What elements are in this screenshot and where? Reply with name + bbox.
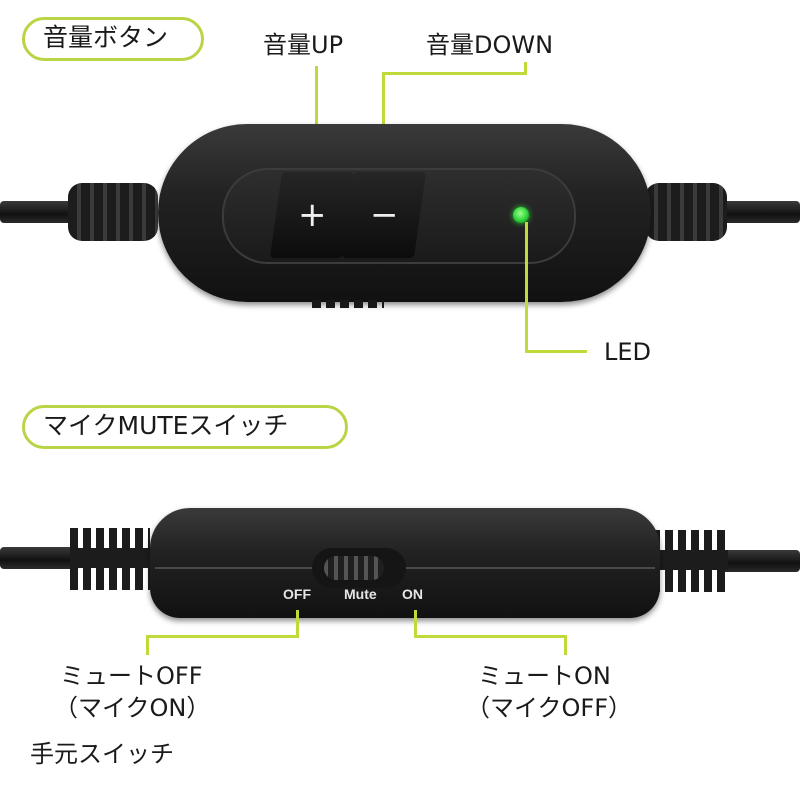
leader-line-on-v (414, 610, 417, 638)
callout-mute-off-line1: ミュートOFF (60, 662, 203, 690)
led-indicator (513, 207, 529, 223)
callout-volume-down: 音量DOWN (426, 31, 554, 59)
callout-mute-on-line2: （マイクOFF） (466, 694, 633, 722)
strain-relief-right (645, 183, 727, 241)
section-title-mic-mute-switch: マイクMUTEスイッチ (22, 405, 348, 449)
leader-line-off-v2 (146, 635, 149, 655)
volume-up-button[interactable]: + (269, 172, 355, 258)
cable-right (720, 201, 800, 223)
slider-knob-ridges (324, 556, 384, 580)
cable-left (0, 201, 80, 223)
volume-down-button[interactable]: − (341, 172, 427, 258)
remote-grip-ridges (312, 300, 384, 308)
footer-caption: 手元スイッチ (30, 740, 174, 768)
leader-line-off-h (146, 635, 299, 638)
leader-line-volume-down-h (382, 72, 527, 75)
strain-relief-left (68, 183, 158, 241)
switch-label-off: OFF (283, 586, 311, 602)
leader-line-volume-down-v2 (524, 62, 527, 75)
plus-icon: + (297, 195, 327, 235)
callout-volume-up: 音量UP (263, 31, 344, 59)
strain-relief-core-right (652, 550, 728, 570)
callout-mute-on-line1: ミュートON (478, 662, 611, 690)
switch-label-mute: Mute (344, 586, 377, 602)
mute-switch-slider[interactable] (312, 548, 406, 588)
strain-relief-core-left (70, 548, 150, 568)
section-title-text: マイクMUTEスイッチ (43, 411, 289, 440)
callout-led: LED (604, 338, 652, 366)
leader-line-volume-up (315, 66, 318, 170)
cable-right-2 (720, 550, 800, 572)
leader-line-on-v2 (564, 635, 567, 655)
leader-line-off-v (296, 610, 299, 638)
cable-left-2 (0, 547, 80, 569)
section-title-text: 音量ボタン (43, 23, 169, 52)
leader-line-volume-down (382, 72, 385, 170)
leader-line-led (525, 222, 528, 353)
callout-mute-off-line2: （マイクON） (54, 694, 211, 722)
leader-line-led-h (525, 350, 587, 353)
section-title-volume-buttons: 音量ボタン (22, 17, 204, 61)
leader-line-on-h (414, 635, 567, 638)
minus-icon: − (369, 195, 399, 235)
switch-label-on: ON (402, 586, 423, 602)
